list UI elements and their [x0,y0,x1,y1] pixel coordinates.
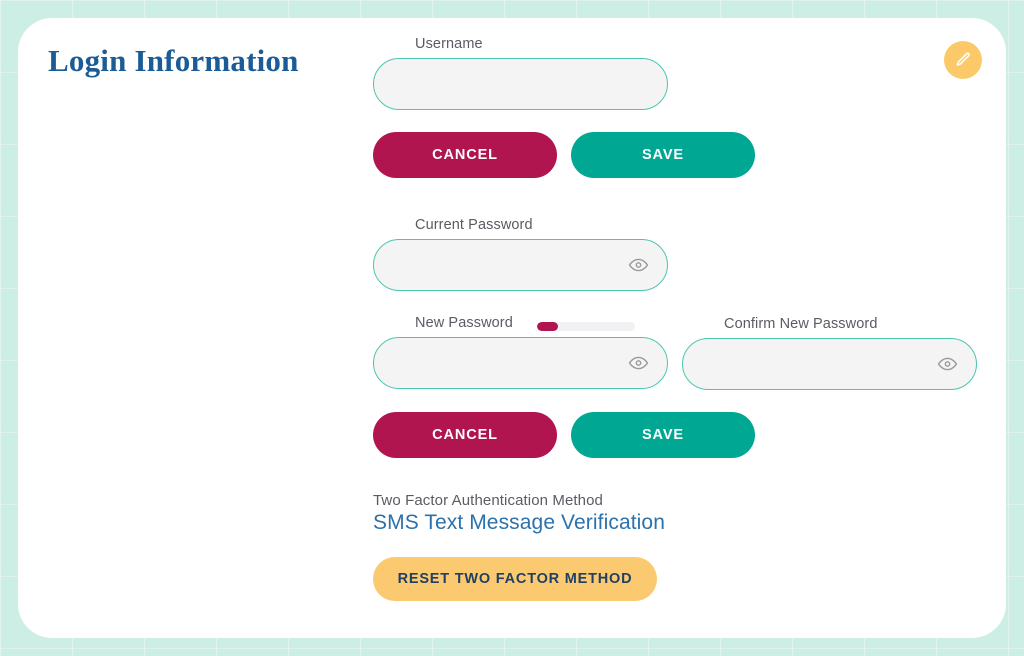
new-password-label: New Password [415,315,513,331]
new-password-input-wrapper[interactable] [373,337,668,389]
page-title: Login Information [48,43,299,78]
username-save-button[interactable]: SAVE [571,132,755,178]
password-cancel-button[interactable]: CANCEL [373,412,557,458]
new-password-input[interactable] [374,338,667,388]
username-label: Username [415,36,483,52]
current-password-input[interactable] [374,240,667,290]
confirm-password-input[interactable] [683,339,976,389]
confirm-password-field-group: Confirm New Password [682,315,977,390]
username-cancel-button[interactable]: CANCEL [373,132,557,178]
new-password-visibility-toggle[interactable] [628,353,649,374]
confirm-password-visibility-toggle[interactable] [937,354,958,375]
login-form: Username CANCEL SAVE Current Password [373,35,977,601]
login-information-card: Login Information Username CANCEL SAVE C… [18,18,1006,638]
password-strength-meter [536,321,635,331]
password-actions: CANCEL SAVE [373,412,973,458]
current-password-field-group: Current Password [373,216,973,291]
password-save-button[interactable]: SAVE [571,412,755,458]
edit-button[interactable] [944,41,982,79]
eye-icon [628,258,649,279]
eye-icon [628,356,649,377]
password-pair-row: New Password [373,315,977,390]
current-password-visibility-toggle[interactable] [628,255,649,276]
pencil-icon [954,51,972,69]
new-password-label-row: New Password [373,315,668,337]
confirm-password-input-wrapper[interactable] [682,338,977,390]
eye-icon [937,357,958,378]
username-input[interactable] [374,59,667,109]
username-field-group: Username [373,35,973,110]
two-factor-method-label: Two Factor Authentication Method [373,492,603,509]
current-password-input-wrapper[interactable] [373,239,668,291]
new-password-field-group: New Password [373,315,668,390]
confirm-password-label: Confirm New Password [724,316,878,332]
reset-two-factor-button[interactable]: RESET TWO FACTOR METHOD [373,557,657,601]
password-strength-fill [536,321,559,331]
current-password-label: Current Password [415,217,533,233]
username-actions: CANCEL SAVE [373,132,973,178]
two-factor-section: Two Factor Authentication Method SMS Tex… [373,492,973,535]
username-input-wrapper[interactable] [373,58,668,110]
two-factor-method-value: SMS Text Message Verification [373,511,665,534]
